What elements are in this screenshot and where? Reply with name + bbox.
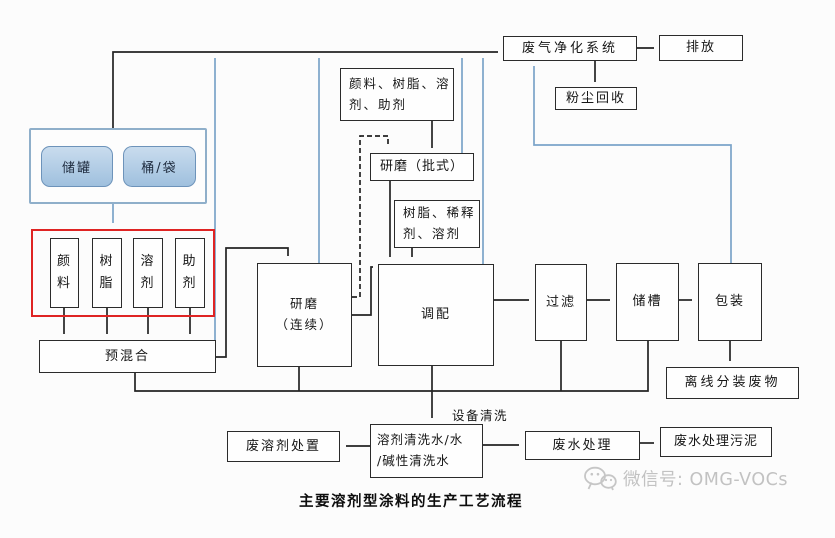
node-dust-recovery: 粉尘回收 xyxy=(555,87,637,110)
arrow-storage-to-gas-system xyxy=(112,51,498,128)
node-raw-materials-batch: 颜料、树脂、溶 剂、助剂 xyxy=(340,68,454,121)
node-gas-purification-system: 废气净化系统 xyxy=(503,36,637,61)
node-storage-tank: 储罐 xyxy=(41,146,113,187)
node-wastewater-treatment: 废水处理 xyxy=(525,431,640,460)
node-additive: 助剂 xyxy=(175,238,205,308)
diagram-caption: 主要溶剂型涂料的生产工艺流程 xyxy=(299,494,523,510)
node-mill-batch: 研磨（批式） xyxy=(370,153,474,181)
node-resin-diluent-solvent: 树脂、稀释 剂、溶剂 xyxy=(394,200,480,248)
arrow-premix-to-millcontinuous xyxy=(216,247,289,358)
node-packaging: 包装 xyxy=(698,263,762,341)
vent-packaging-to-gas-system xyxy=(533,66,732,263)
watermark-text: 微信号: OMG-VOCs xyxy=(623,470,788,490)
node-pigment: 颜料 xyxy=(50,238,79,308)
equipment-cleaning-label: 设备清洗 xyxy=(452,408,509,423)
node-mill-continuous: 研磨 （连续） xyxy=(257,263,352,367)
node-storage-trough: 储槽 xyxy=(616,263,679,341)
dashed-arrow-millcontinuous-to-millbatch xyxy=(352,135,389,298)
black-connectors xyxy=(63,47,731,447)
node-resin: 树脂 xyxy=(92,238,122,308)
node-waste-solvent-disposal: 废溶剂处置 xyxy=(227,431,340,462)
node-filtering: 过滤 xyxy=(535,264,587,341)
node-offline-packing-waste: 离线分装废物 xyxy=(666,367,799,399)
wechat-icon xyxy=(584,466,617,491)
watermark: 微信号: OMG-VOCs xyxy=(583,465,788,492)
node-wash-water: 溶剂清洗水/水 /碱性清洗水 xyxy=(370,424,483,478)
node-solvent: 溶剂 xyxy=(133,238,163,308)
cleaning-collector-line xyxy=(134,341,649,392)
node-blending: 调配 xyxy=(378,264,494,366)
blue-exhaust-connectors xyxy=(112,58,732,340)
raw-material-group-highlight xyxy=(31,229,215,317)
node-barrel-bag: 桶/袋 xyxy=(123,146,196,187)
node-emission: 排放 xyxy=(659,35,743,61)
arrow-millcontinuous-to-blend xyxy=(352,266,373,316)
node-premix: 预混合 xyxy=(39,340,216,373)
node-wastewater-sludge: 废水处理污泥 xyxy=(660,427,772,457)
